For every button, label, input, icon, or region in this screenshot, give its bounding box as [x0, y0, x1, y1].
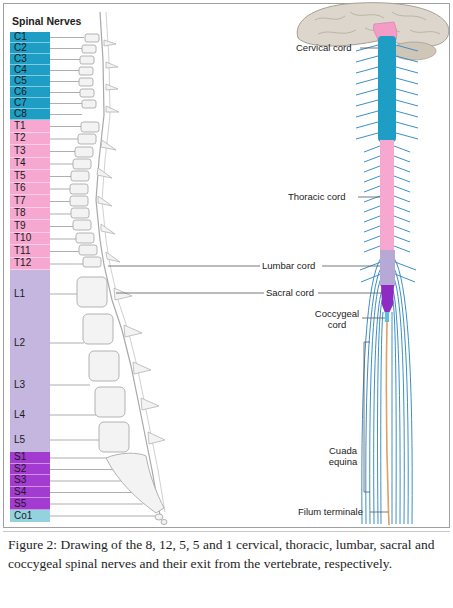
nerve-cell: S1 — [10, 452, 50, 464]
nerve-label: C1 — [14, 32, 27, 42]
cord-label: Cervical cord — [296, 42, 362, 53]
nerve-label: T4 — [14, 158, 26, 168]
nerve-cell: T2 — [10, 133, 50, 146]
cord-label: Coccygeal cord — [312, 308, 362, 330]
cord-label: Cuada equina — [324, 445, 362, 467]
nerve-label: T9 — [14, 221, 26, 231]
nerve-cell: T10 — [10, 233, 50, 246]
nerve-cell: T4 — [10, 158, 50, 171]
nerve-cell: C5 — [10, 76, 50, 87]
spinal-cord — [378, 36, 396, 322]
nerve-cell: C8 — [10, 109, 50, 120]
nerve-cell: C3 — [10, 54, 50, 65]
nerve-label: S4 — [14, 487, 26, 497]
nerve-cell: T6 — [10, 183, 50, 196]
nerve-cell: T5 — [10, 170, 50, 183]
nerve-cell: C2 — [10, 43, 50, 54]
filum-terminale-line — [386, 322, 389, 525]
nerve-cell: S3 — [10, 475, 50, 487]
nerve-label: C4 — [14, 65, 27, 75]
nerve-label: T8 — [14, 208, 26, 218]
nerve-label: T1 — [14, 121, 26, 131]
nerve-label: L1 — [14, 289, 25, 299]
nerve-label: L5 — [14, 435, 25, 445]
nerve-cell: T8 — [10, 208, 50, 221]
nerve-label: T2 — [14, 133, 26, 143]
nerve-label: S1 — [14, 452, 26, 462]
figure-caption: Figure 2: Drawing of the 8, 12, 5, 5 and… — [8, 535, 446, 573]
nerve-cell: S2 — [10, 464, 50, 476]
nerve-cell: T3 — [10, 145, 50, 158]
nerve-cell: C1 — [10, 32, 50, 43]
nerve-label: T11 — [14, 246, 31, 256]
nerve-cell: T12 — [10, 258, 50, 271]
nerve-label: C8 — [14, 109, 27, 119]
nerve-label: T5 — [14, 171, 26, 181]
nerve-cell: T9 — [10, 220, 50, 233]
nerve-label: C3 — [14, 54, 27, 64]
nerve-label: C5 — [14, 76, 27, 86]
nerve-label: T12 — [14, 258, 31, 268]
nerve-cell: L3 — [10, 368, 50, 402]
nerve-label: L4 — [14, 410, 25, 420]
nerve-label: T6 — [14, 183, 26, 193]
nerve-cell: L5 — [10, 428, 50, 452]
nerve-label: L2 — [14, 338, 25, 348]
nerve-label: C7 — [14, 98, 27, 108]
cord-label: Sacral cord — [266, 287, 320, 298]
nerve-cell: T11 — [10, 245, 50, 258]
nerve-cell: T7 — [10, 195, 50, 208]
nerve-cell: C7 — [10, 98, 50, 109]
nerve-cell: Co1 — [10, 510, 50, 522]
nerve-label: C2 — [14, 43, 27, 53]
nerve-label: S3 — [14, 475, 26, 485]
nerve-cell: L2 — [10, 318, 50, 368]
figure-frame — [4, 4, 450, 528]
nerve-cell: S4 — [10, 487, 50, 499]
nerve-label: T10 — [14, 233, 31, 243]
nerve-label: C6 — [14, 87, 27, 97]
caption-rule — [3, 531, 450, 532]
cord-label: Thoracic cord — [288, 191, 358, 202]
nerve-label: S5 — [14, 499, 26, 509]
cord-label: Filum terminale — [298, 506, 372, 517]
nerve-cell: L4 — [10, 402, 50, 428]
nerve-cell: C4 — [10, 65, 50, 76]
nerve-label: L3 — [14, 380, 25, 390]
spinous-processes — [97, 40, 165, 444]
cord-label: Lumbar cord — [262, 260, 324, 271]
nerve-label: T3 — [14, 146, 26, 156]
nerve-cell: L1 — [10, 270, 50, 318]
nerve-label: T7 — [14, 196, 26, 206]
nerve-label: Co1 — [14, 511, 32, 521]
nerve-label: S2 — [14, 464, 26, 474]
nerve-cell: T1 — [10, 120, 50, 133]
nerve-cell: C6 — [10, 87, 50, 98]
label-leaders — [108, 48, 388, 512]
figure-title: Spinal Nerves — [12, 15, 81, 27]
nerve-cell: S5 — [10, 498, 50, 510]
vertebrae — [70, 34, 167, 525]
